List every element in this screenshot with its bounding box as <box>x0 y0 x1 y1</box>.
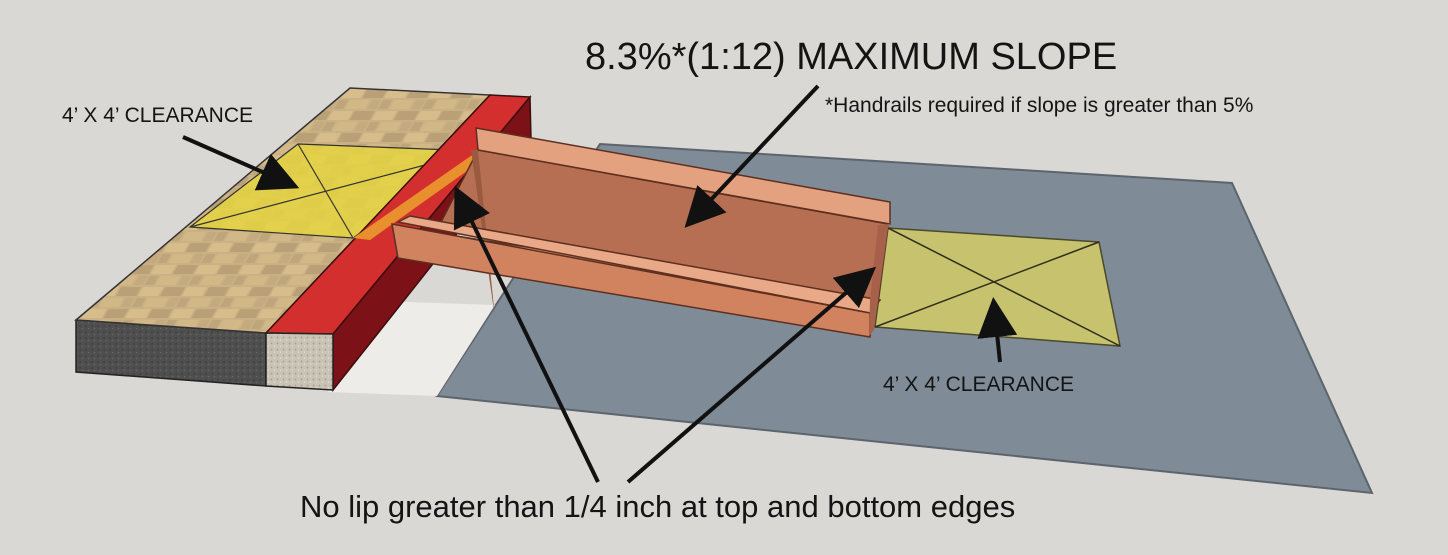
top-clearance-label: 4’ X 4’ CLEARANCE <box>62 104 253 127</box>
annotation-arrows <box>182 84 1018 484</box>
ramp <box>391 127 891 338</box>
arrow-bottom-clearance <box>977 297 1018 363</box>
arrow-slope <box>684 84 820 228</box>
lip-note: No lip greater than 1/4 inch at top and … <box>300 489 1015 524</box>
bottom-clearance-label: 4’ X 4’ CLEARANCE <box>883 373 1074 396</box>
slope-title: 8.3%*(1:12) MAXIMUM SLOPE <box>585 36 1117 78</box>
arrow-lip-bottom <box>626 266 877 484</box>
handrail-footnote: *Handrails required if slope is greater … <box>825 94 1253 117</box>
arrow-top-clearance <box>182 135 300 191</box>
arrow-lip-top <box>453 185 600 483</box>
